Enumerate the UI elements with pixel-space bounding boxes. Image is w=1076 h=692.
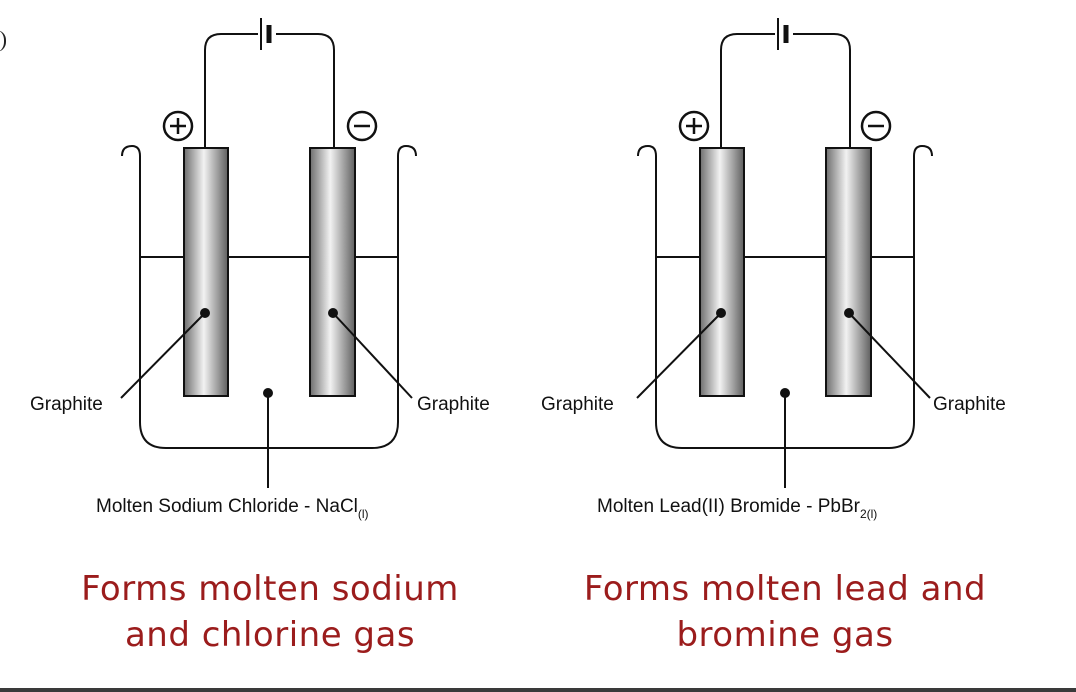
pointer-lines-left (120, 308, 413, 488)
circuit-wire-right (720, 33, 851, 148)
caption-line: and chlorine gas (124, 615, 416, 655)
electrolyte-label: Molten Sodium Chloride - NaCl(l) (96, 496, 369, 521)
circuit-wire-left (204, 33, 335, 148)
plus-sign-icon (678, 110, 710, 142)
cell-right: + − Graphite Graphite Molten Lead(II) Br… (541, 18, 1006, 521)
battery-icon (260, 18, 272, 50)
minus-sign-icon (346, 110, 378, 142)
bottom-border (0, 688, 1076, 692)
cathode-label: Graphite (933, 394, 1006, 415)
caption-line: bromine gas (676, 615, 894, 655)
electrolyte-label: Molten Lead(II) Bromide - PbBr2(l) (597, 496, 877, 521)
edge-fragment (0, 30, 6, 52)
cathode-label: Graphite (417, 394, 490, 415)
caption-left: Forms molten sodium and chlorine gas (20, 566, 520, 658)
caption-line: Forms molten sodium (81, 569, 459, 609)
cathode-electrode (309, 147, 356, 397)
cathode-electrode (825, 147, 872, 397)
anode-electrode (699, 147, 745, 397)
anode-label: Graphite (30, 394, 103, 415)
plus-sign-icon (162, 110, 194, 142)
anode-electrode (183, 147, 229, 397)
cell-left: + − Graphite Graphite Molten Sodium Chl (30, 18, 490, 521)
caption-right: Forms molten lead and bromine gas (535, 566, 1035, 658)
anode-label: Graphite (541, 394, 614, 415)
caption-line: Forms molten lead and (583, 569, 987, 609)
pointer-lines-right (636, 308, 931, 488)
battery-icon (777, 18, 789, 50)
minus-sign-icon (860, 110, 892, 142)
